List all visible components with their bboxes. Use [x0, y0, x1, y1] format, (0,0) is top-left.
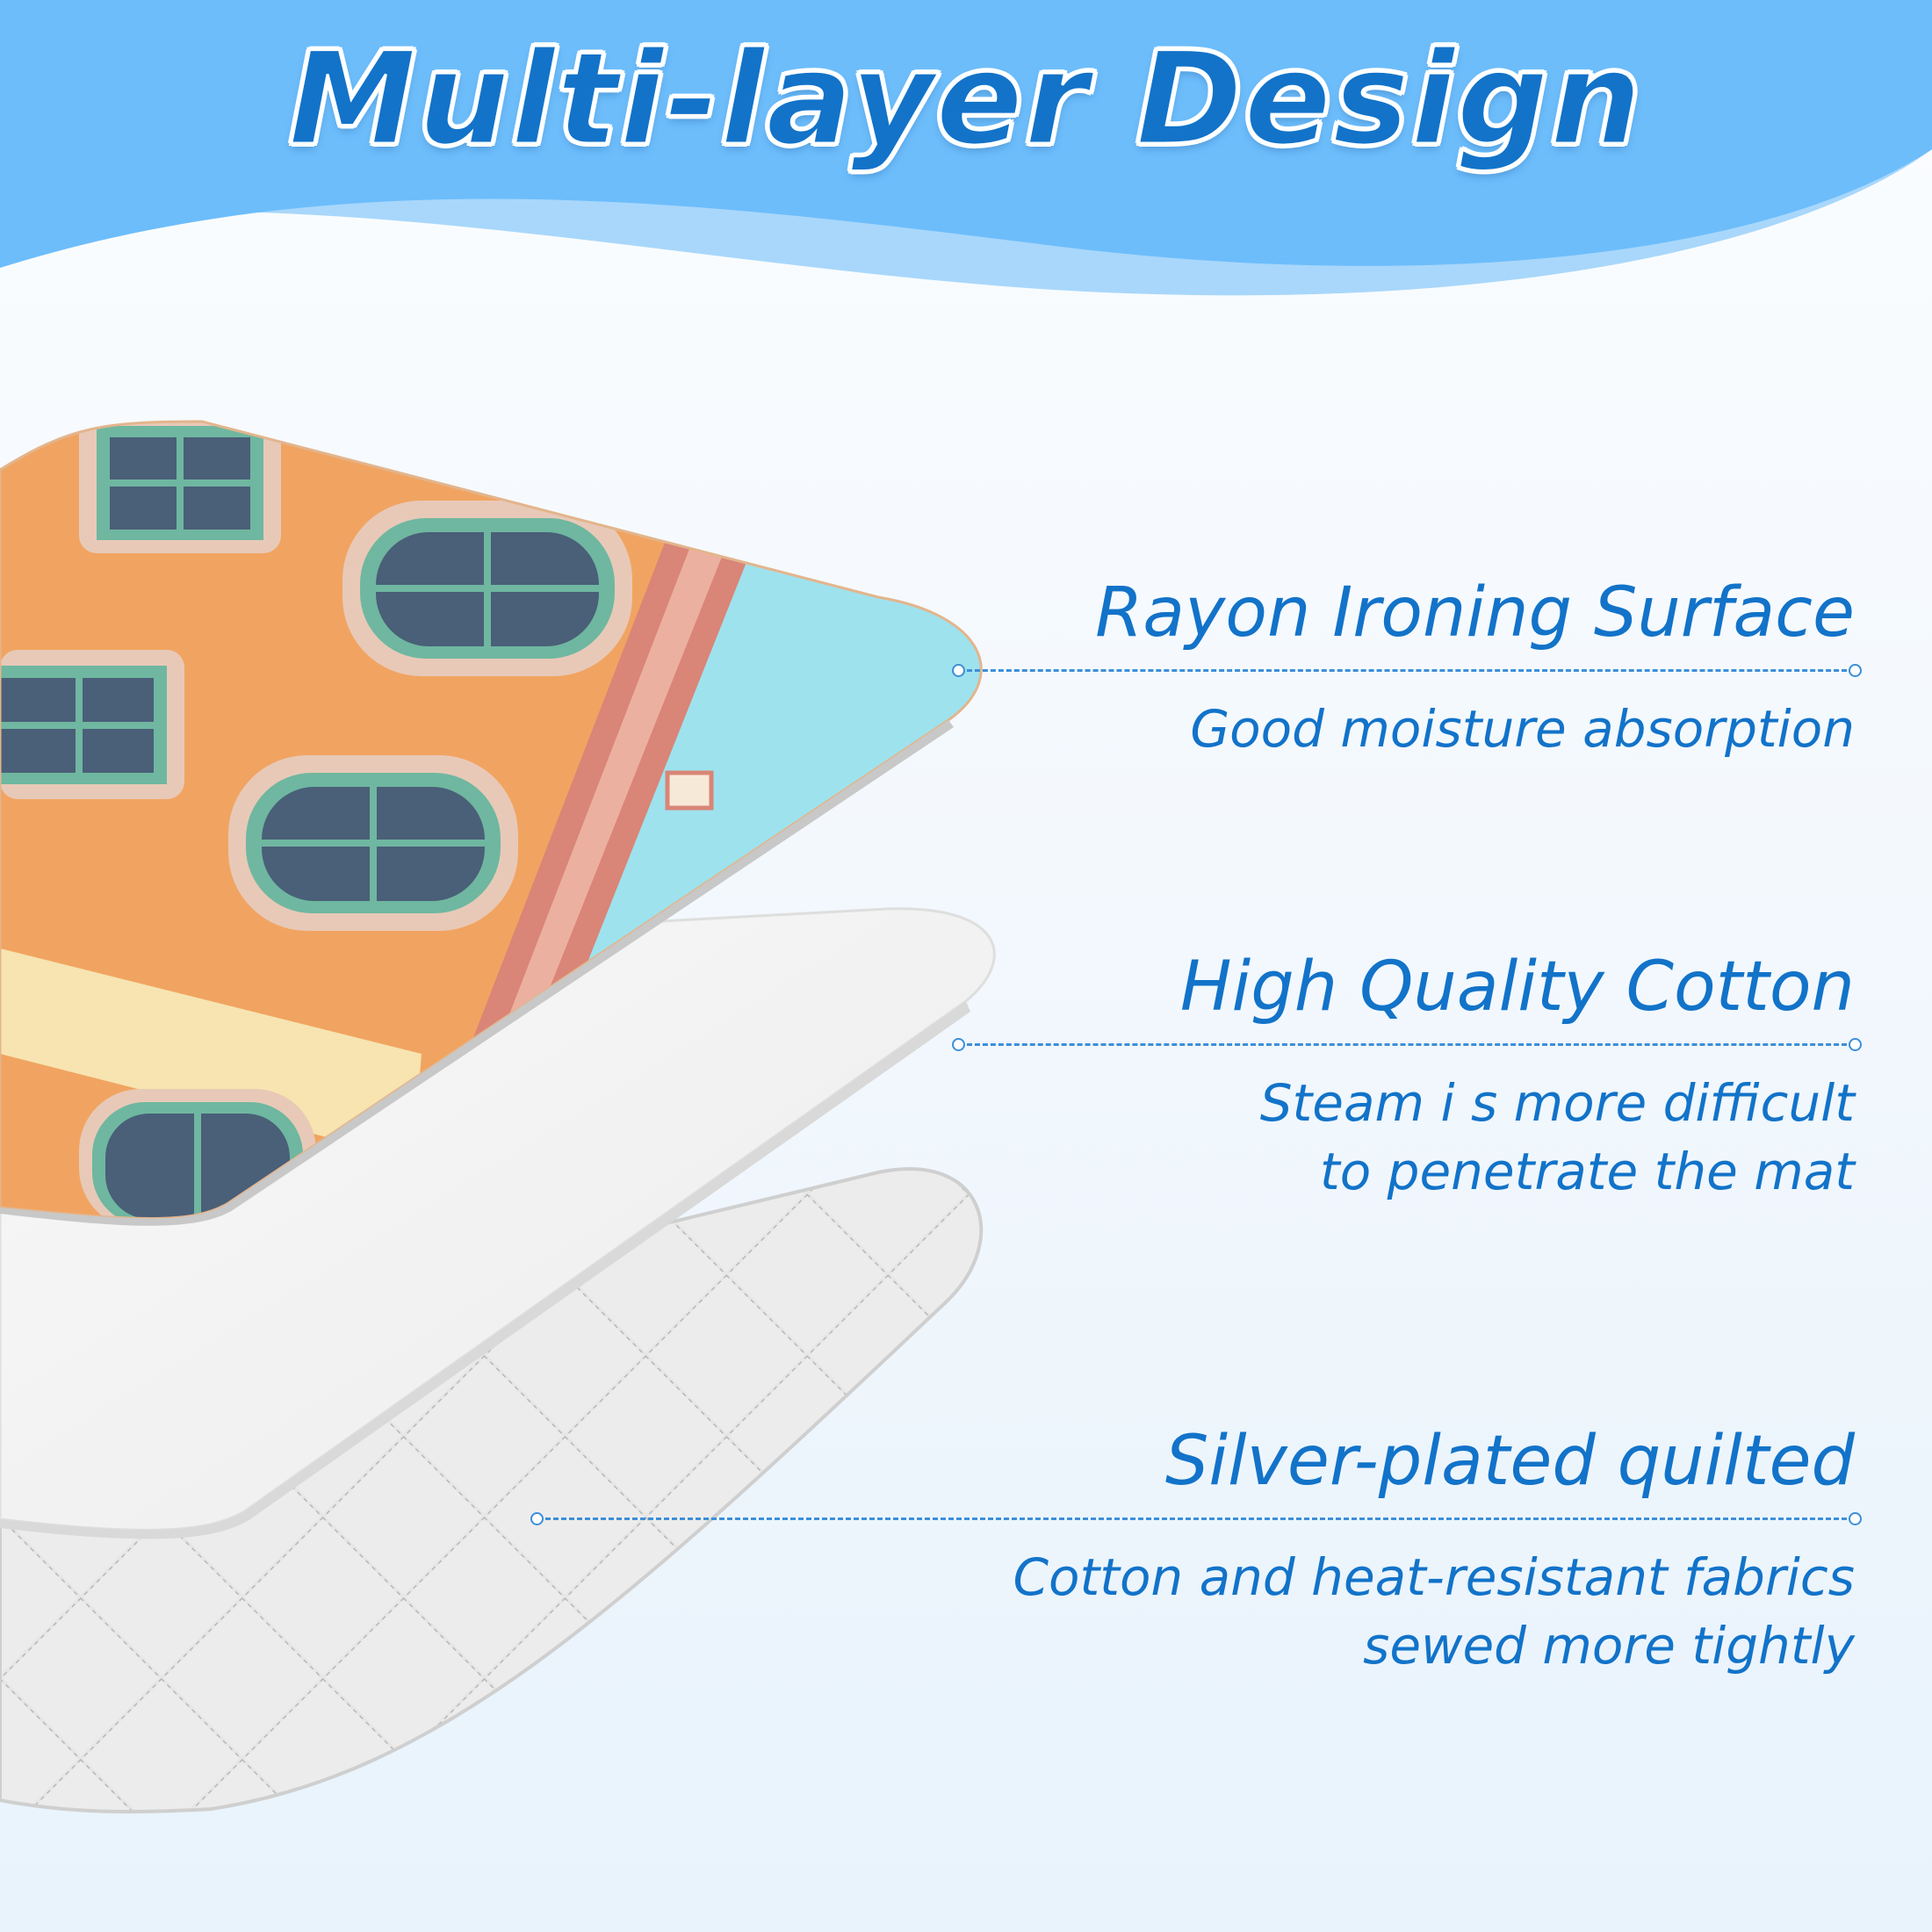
feature-heading: Rayon Ironing Surface: [1095, 573, 1855, 652]
feature-rayon: Rayon Ironing Surface Good moisture abso…: [952, 573, 1862, 763]
connector-dot: [1849, 1038, 1862, 1051]
feature-desc: Good moisture absorption: [1190, 699, 1855, 759]
header-wave-main: [0, 0, 1932, 268]
connector-dot: [1849, 664, 1862, 677]
header-wave-banner: [0, 0, 1932, 296]
window-print: [342, 501, 632, 676]
connector-dot: [530, 1512, 544, 1525]
feature-desc: sewed more tightly: [1363, 1616, 1855, 1676]
dashed-connector: [530, 1512, 1862, 1525]
feature-heading: High Quality Cotton: [1179, 948, 1855, 1027]
feature-desc: Steam i s more difficult: [1259, 1073, 1855, 1133]
feature-heading: Silver-plated quilted: [1164, 1422, 1855, 1501]
connector-dot: [1849, 1512, 1862, 1525]
feature-quilted: Silver-plated quilted Cotton and heat-re…: [530, 1421, 1862, 1680]
window-print: [228, 755, 518, 931]
feature-desc: Cotton and heat-resistant fabrics: [1013, 1547, 1855, 1607]
dashed-connector: [952, 1038, 1862, 1051]
window-print: [0, 650, 184, 799]
dashed-connector: [952, 664, 1862, 677]
feature-desc: to penetrate the mat: [1320, 1142, 1855, 1201]
connector-dot: [952, 664, 965, 677]
feature-cotton: High Quality Cotton Steam i s more diffi…: [952, 947, 1862, 1206]
window-print: [79, 422, 281, 553]
mat-layers-illustration: [0, 420, 996, 1813]
page-title: Multi-layer Design: [287, 24, 1644, 176]
connector-dot: [952, 1038, 965, 1051]
